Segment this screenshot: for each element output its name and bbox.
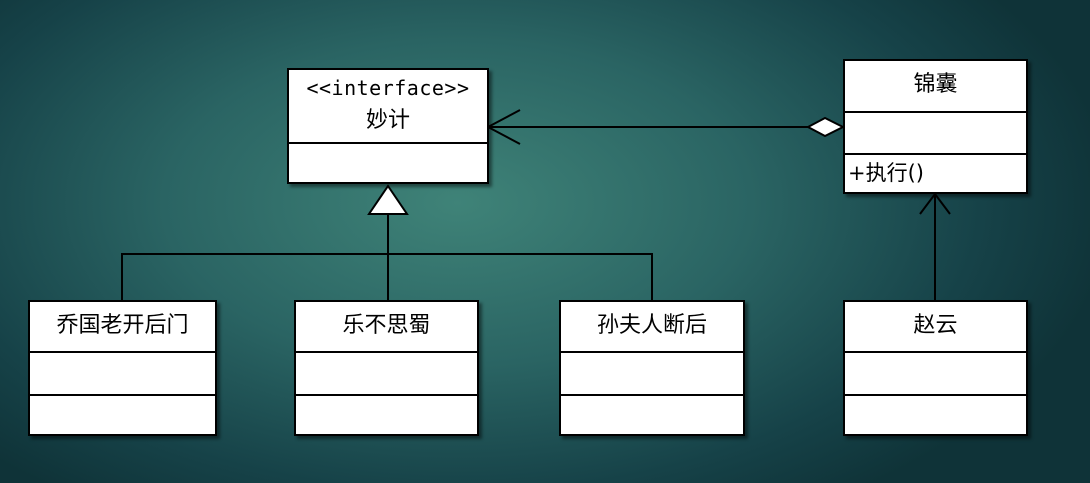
interface-body [289,142,487,182]
strategy-attributes-3 [561,351,743,394]
dependency-arrowhead-icon [919,192,951,215]
client-name: 赵云 [913,313,958,338]
strategy-name-1: 乔国老开后门 [56,313,189,338]
strategy-methods-3 [561,394,743,434]
client-attributes [845,351,1026,394]
pouch-method: +执行() [845,153,1026,192]
client-methods [845,394,1026,434]
strategy-class-box-3: 孙夫人断后 [559,300,745,436]
interface-header: <<interface>> 妙计 [289,70,487,142]
aggregation-diamond-icon [805,116,846,138]
inheritance-line-left [121,253,388,300]
pouch-attributes [845,111,1026,153]
strategy-name-3: 孙夫人断后 [596,313,707,338]
pouch-class-box: 锦囊 +执行() [843,59,1028,194]
interface-class-box: <<interface>> 妙计 [287,68,489,184]
interface-name: 妙计 [365,108,410,133]
strategy-methods-2 [296,394,477,434]
strategy-name-2: 乐不思蜀 [342,313,431,338]
inheritance-triangle-icon [367,184,409,215]
inheritance-line-right [388,253,653,300]
strategy-class-box-1: 乔国老开后门 [28,300,217,436]
client-class-box: 赵云 [843,300,1028,436]
interface-stereotype: <<interface>> [306,76,470,100]
strategy-attributes-2 [296,351,477,394]
strategy-attributes-1 [30,351,215,394]
pouch-name: 锦囊 [913,72,958,97]
strategy-methods-1 [30,394,215,434]
strategy-class-box-2: 乐不思蜀 [294,300,479,436]
